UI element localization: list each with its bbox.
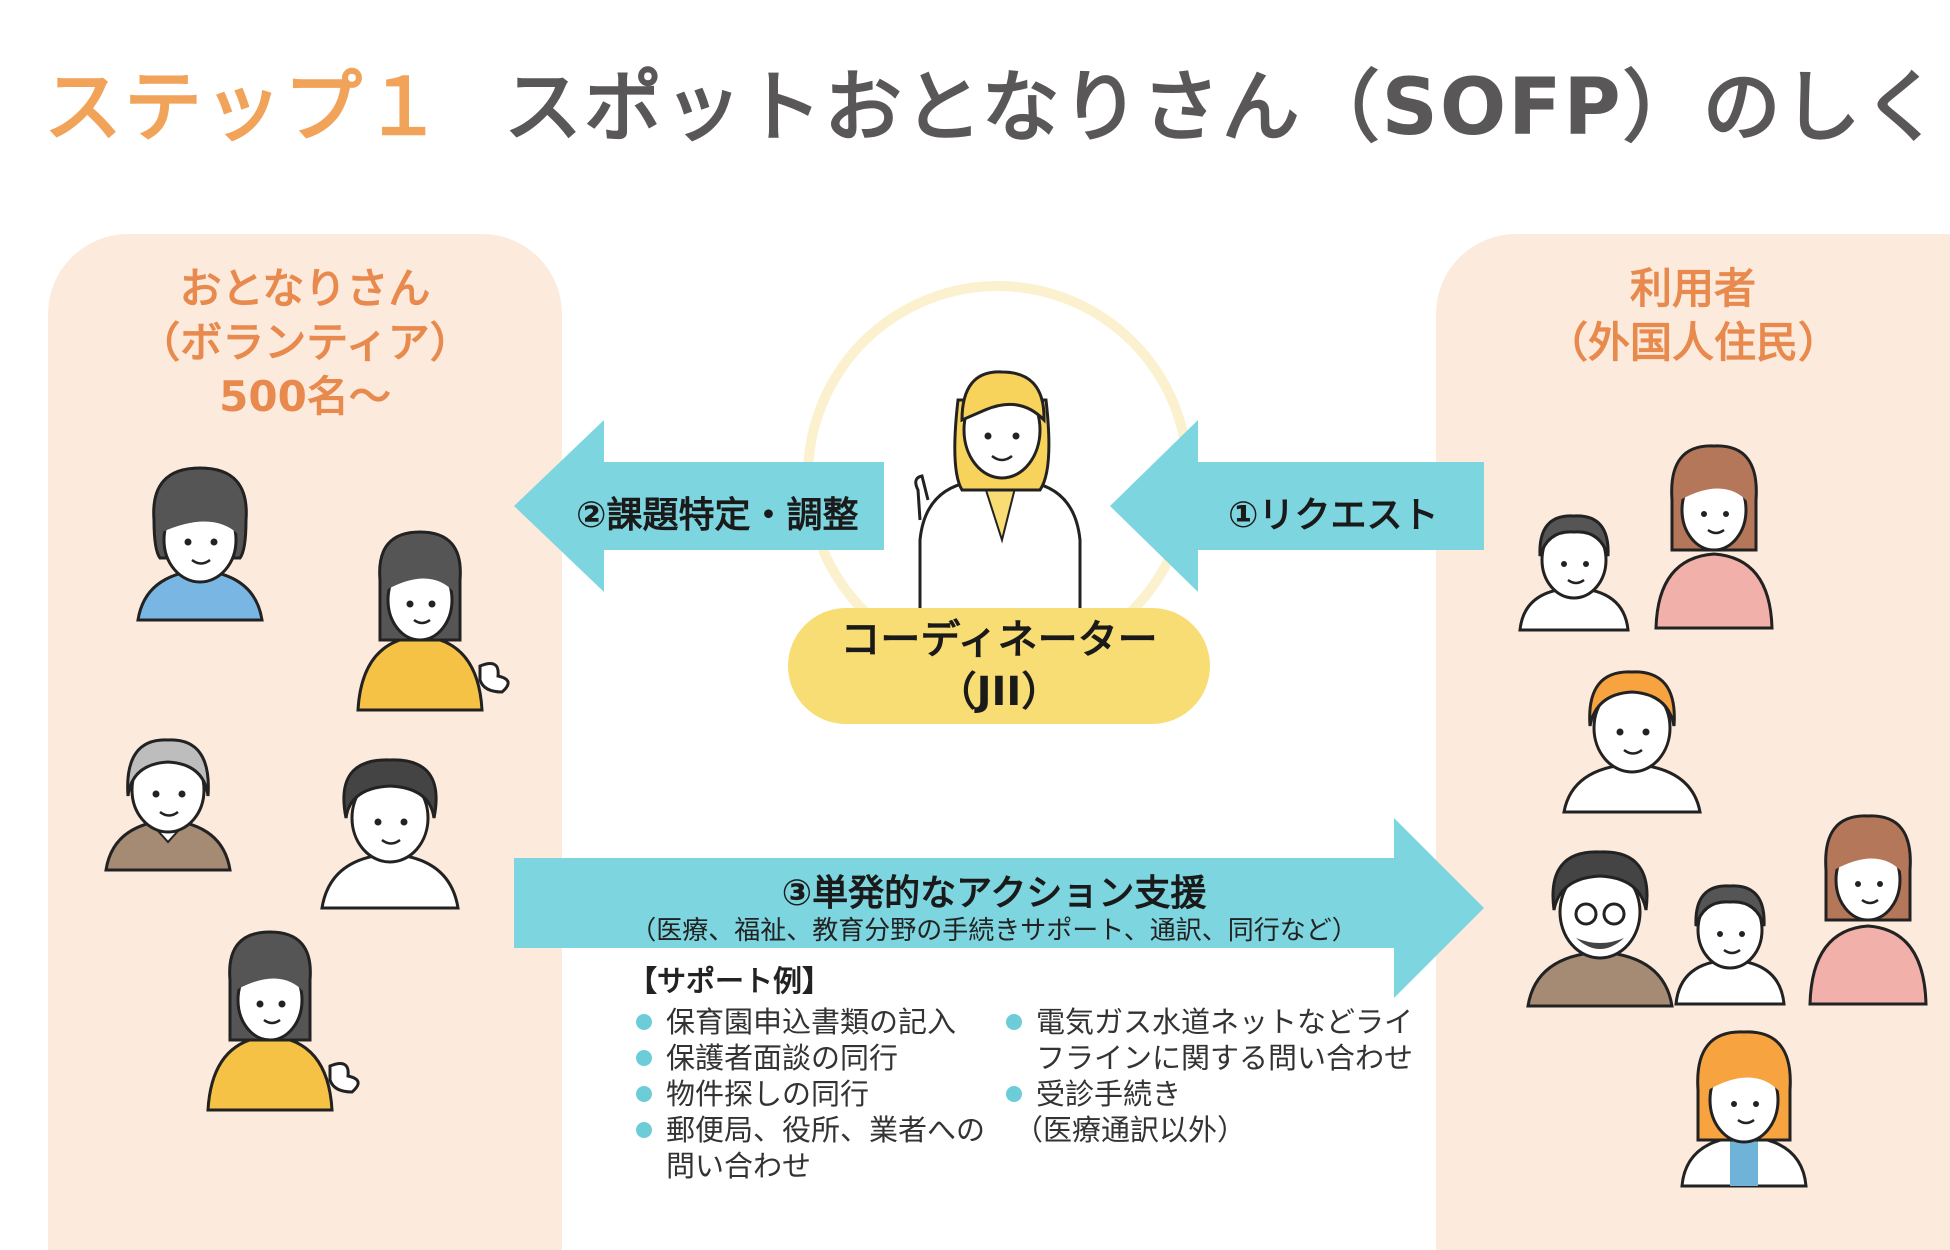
bullet-dot bbox=[1006, 1086, 1022, 1102]
title-main: スポットおとなりさん（SOFP）のしくみ bbox=[504, 63, 1950, 153]
support-header: 【サポート例】 bbox=[628, 964, 832, 998]
user-panel-title: 利用者 （外国人住民） bbox=[1436, 262, 1950, 370]
page-title: ステップ１ スポットおとなりさん（SOFP）のしくみ bbox=[44, 62, 1950, 156]
arrow-3-subtitle: （医療、福祉、教育分野の手続きサポート、通訳、同行など） bbox=[630, 916, 1358, 946]
support-item-text: 電気ガス水道ネットなどライ bbox=[1036, 1005, 1414, 1039]
support-item: 郵便局、役所、業者への問い合わせ bbox=[628, 1112, 985, 1184]
coordinator-line2: （JII） bbox=[936, 669, 1062, 715]
user-person-4 bbox=[1526, 850, 1674, 1008]
support-item: 保育園申込書類の記入 bbox=[628, 1004, 968, 1040]
user-person-1 bbox=[1518, 514, 1630, 632]
arrow-1-shape bbox=[1110, 420, 1484, 592]
volunteer-person-1 bbox=[136, 466, 264, 622]
user-title-line1: 利用者 bbox=[1629, 264, 1756, 313]
volunteer-panel-title: おとなりさん （ボランティア） 500名～ bbox=[48, 262, 562, 424]
support-item-text: 保護者面談の同行 bbox=[666, 1041, 899, 1075]
user-person-6 bbox=[1808, 814, 1928, 1006]
support-item-text: 郵便局、役所、業者への bbox=[666, 1113, 986, 1147]
volunteer-person-2 bbox=[356, 530, 510, 712]
user-title-line2: （外国人住民） bbox=[1545, 318, 1840, 367]
support-item: 保護者面談の同行 bbox=[628, 1040, 968, 1076]
volunteer-person-5 bbox=[206, 930, 360, 1112]
user-panel bbox=[1436, 234, 1950, 1250]
bullet-dot bbox=[636, 1050, 652, 1066]
bullet-dot bbox=[1006, 1014, 1022, 1030]
support-item-text: 受診手続き bbox=[1036, 1077, 1182, 1111]
volunteer-title-line1: おとなりさん bbox=[179, 264, 431, 313]
arrow-1-label: ①リクエスト bbox=[1228, 495, 1439, 536]
bullet-dot bbox=[636, 1086, 652, 1102]
support-column-1: 保育園申込書類の記入 保護者面談の同行 物件探しの同行 郵便局、役所、業者への問… bbox=[628, 1004, 985, 1184]
arrow-2-shape bbox=[514, 420, 884, 592]
support-item-text: 保育園申込書類の記入 bbox=[666, 1005, 957, 1039]
support-item: 物件探しの同行 bbox=[628, 1076, 968, 1112]
volunteer-person-4 bbox=[320, 758, 460, 910]
arrow-2-label: ②課題特定・調整 bbox=[576, 495, 859, 536]
user-person-5 bbox=[1674, 884, 1786, 1006]
volunteer-title-line3: 500名～ bbox=[219, 372, 391, 421]
bullet-dot bbox=[636, 1122, 652, 1138]
support-item: 受診手続き（医療通訳以外） bbox=[998, 1076, 1338, 1148]
user-person-7 bbox=[1680, 1030, 1808, 1188]
user-person-2 bbox=[1654, 444, 1774, 630]
arrow-3-title: ③単発的なアクション支援 bbox=[781, 873, 1207, 914]
volunteer-title-line2: （ボランティア） bbox=[138, 318, 472, 367]
arrow-3-shape bbox=[514, 818, 1484, 998]
volunteer-person-3 bbox=[104, 738, 232, 872]
user-person-3 bbox=[1562, 670, 1702, 814]
bullet-dot bbox=[636, 1014, 652, 1030]
coordinator-label: コーディネーター （JII） bbox=[788, 608, 1210, 724]
support-item-continuation: 問い合わせ bbox=[666, 1149, 812, 1183]
support-item-text: 物件探しの同行 bbox=[666, 1077, 870, 1111]
title-step: ステップ１ bbox=[44, 63, 445, 153]
support-item-continuation: （医療通訳以外） bbox=[1014, 1113, 1247, 1147]
coordinator-illustration bbox=[914, 370, 1082, 620]
coordinator-line1: コーディネーター bbox=[840, 617, 1158, 663]
